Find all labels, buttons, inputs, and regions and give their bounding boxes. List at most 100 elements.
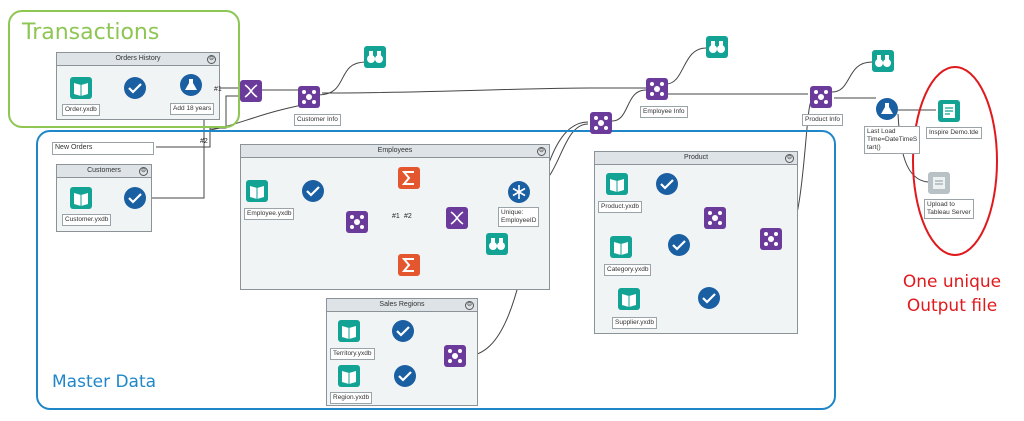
customer-yxdb-label: Customer.yxdb	[62, 214, 112, 226]
category-input-tool[interactable]	[610, 236, 632, 258]
customer-info-label: Customer Info	[294, 114, 341, 126]
output-tool[interactable]	[938, 100, 960, 122]
select-tool[interactable]	[656, 173, 678, 195]
sales-regions-join-tool[interactable]	[444, 345, 466, 367]
sigma-icon	[398, 254, 420, 276]
wire-label-4: #2	[404, 213, 412, 220]
product-input-tool[interactable]	[606, 173, 628, 195]
employee-yxdb-label: Employee.yxdb	[244, 208, 295, 220]
collapse-icon[interactable]: ⊖	[207, 55, 216, 64]
wire-label-1: #1	[214, 86, 222, 93]
checkmark-icon	[124, 77, 146, 99]
join-icon	[760, 228, 782, 250]
master-data-label: Master Data	[52, 372, 157, 392]
container-title: Sales Regions⊖	[327, 299, 477, 312]
employee-join-tool[interactable]	[346, 211, 368, 233]
product-supplier-join-tool[interactable]	[760, 228, 782, 250]
product-info-join-tool[interactable]	[810, 86, 832, 108]
book-icon	[338, 320, 360, 342]
collapse-icon[interactable]: ⊖	[537, 147, 546, 156]
transactions-label: Transactions	[22, 20, 160, 45]
join-icon	[590, 112, 612, 134]
binoculars-icon	[486, 233, 508, 255]
sigma-icon	[398, 167, 420, 189]
output-annotation: One unique Output file	[902, 272, 1002, 316]
employee-input-tool[interactable]	[246, 180, 268, 202]
join-icon	[346, 211, 368, 233]
category-yxdb-label: Category.yxdb	[604, 264, 652, 276]
append-fields-tool[interactable]	[446, 207, 468, 229]
region-input-tool[interactable]	[338, 365, 360, 387]
join-icon	[810, 86, 832, 108]
document-icon	[938, 100, 960, 122]
select-tool[interactable]	[302, 180, 324, 202]
territory-input-tool[interactable]	[338, 320, 360, 342]
checkmark-icon	[668, 234, 690, 256]
book-icon	[618, 288, 640, 310]
collapse-icon[interactable]: ⊖	[139, 167, 148, 176]
product-info-label: Product Info	[802, 114, 844, 126]
browse-tool[interactable]	[706, 36, 728, 58]
product-yxdb-label: Product.yxdb	[598, 201, 642, 213]
container-title: Product⊖	[595, 152, 797, 165]
upload-tableau-label: Upload to Tableau Server	[924, 199, 974, 219]
new-orders-input[interactable]: New Orders	[52, 142, 154, 155]
customer-join-tool[interactable]	[298, 86, 320, 108]
dna-icon	[240, 80, 262, 102]
employee-region-join-tool[interactable]	[590, 112, 612, 134]
checkmark-icon	[302, 180, 324, 202]
cloud-upload-icon	[928, 172, 950, 194]
master-data-region	[36, 130, 836, 410]
select-tool[interactable]	[698, 287, 720, 309]
wire-label-2: #2	[200, 138, 208, 145]
container-title: Orders History⊖	[57, 53, 219, 66]
last-load-label: Last Load Time=DateTimeS tart()	[864, 126, 921, 154]
container-title: Customers⊖	[57, 165, 151, 178]
formula-tool[interactable]	[180, 74, 202, 96]
select-tool[interactable]	[394, 365, 416, 387]
dna-icon	[446, 207, 468, 229]
select-tool[interactable]	[124, 77, 146, 99]
join-icon	[444, 345, 466, 367]
book-icon	[606, 173, 628, 195]
wire-label-3: #1	[392, 213, 400, 220]
container-title: Employees⊖	[241, 145, 549, 158]
unique-tool[interactable]	[508, 181, 530, 203]
summarize-tool[interactable]	[398, 167, 420, 189]
territory-yxdb-label: Territory.yxdb	[330, 348, 375, 360]
binoculars-icon	[706, 36, 728, 58]
browse-tool[interactable]	[486, 233, 508, 255]
book-icon	[610, 236, 632, 258]
browse-tool[interactable]	[872, 50, 894, 72]
join-icon	[646, 78, 668, 100]
collapse-icon[interactable]: ⊖	[465, 301, 474, 310]
append-fields-tool[interactable]	[240, 80, 262, 102]
transactions-region	[8, 10, 240, 128]
select-tool[interactable]	[392, 320, 414, 342]
summarize-tool[interactable]	[398, 254, 420, 276]
select-tool[interactable]	[124, 187, 146, 209]
employee-info-label: Employee Info	[640, 106, 688, 118]
add-18-years-label: Add 18 years	[170, 103, 215, 115]
order-yxdb-label: Order.yxdb	[62, 104, 100, 116]
binoculars-icon	[364, 46, 386, 68]
book-icon	[338, 365, 360, 387]
employee-info-join-tool[interactable]	[646, 78, 668, 100]
product-category-join-tool[interactable]	[704, 207, 726, 229]
formula-tool[interactable]	[876, 98, 898, 120]
customer-input-tool[interactable]	[70, 187, 92, 209]
flask-icon	[876, 98, 898, 120]
browse-tool[interactable]	[364, 46, 386, 68]
publish-tableau-tool[interactable]	[928, 172, 950, 194]
book-icon	[70, 77, 92, 99]
collapse-icon[interactable]: ⊖	[785, 154, 794, 163]
snowflake-icon	[508, 181, 530, 203]
flask-icon	[180, 74, 202, 96]
select-tool[interactable]	[668, 234, 690, 256]
region-yxdb-label: Region.yxdb	[330, 392, 373, 404]
supplier-input-tool[interactable]	[618, 288, 640, 310]
inspire-demo-label: Inspire Demo.tde	[926, 127, 982, 139]
book-icon	[70, 187, 92, 209]
checkmark-icon	[698, 287, 720, 309]
order-input-tool[interactable]	[70, 77, 92, 99]
